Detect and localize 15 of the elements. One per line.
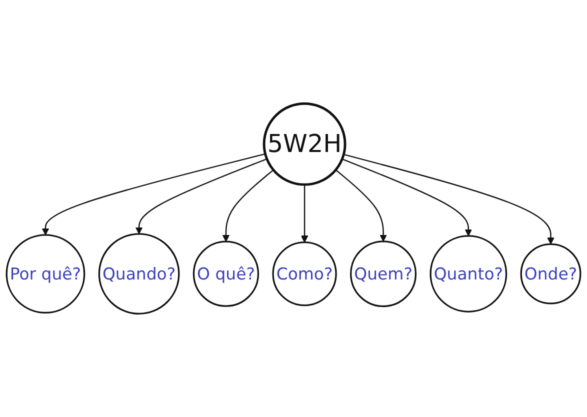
arrow bbox=[335, 169, 387, 242]
arrow bbox=[300, 184, 308, 243]
arrow bbox=[42, 153, 266, 236]
node-circle: Como? bbox=[272, 241, 337, 306]
arrow bbox=[222, 169, 274, 242]
node-circle: Quando? bbox=[98, 232, 180, 314]
arrow bbox=[344, 154, 554, 244]
node-circle: 5W2H bbox=[262, 102, 346, 186]
node-circle: O quê? bbox=[192, 240, 260, 307]
node-circle: Quem? bbox=[350, 240, 417, 307]
arrow bbox=[342, 158, 472, 236]
node-circle: Quanto? bbox=[430, 234, 508, 312]
node-circle: Por quê? bbox=[6, 234, 86, 314]
arrow bbox=[135, 158, 268, 234]
node-circle: Onde? bbox=[520, 243, 582, 304]
